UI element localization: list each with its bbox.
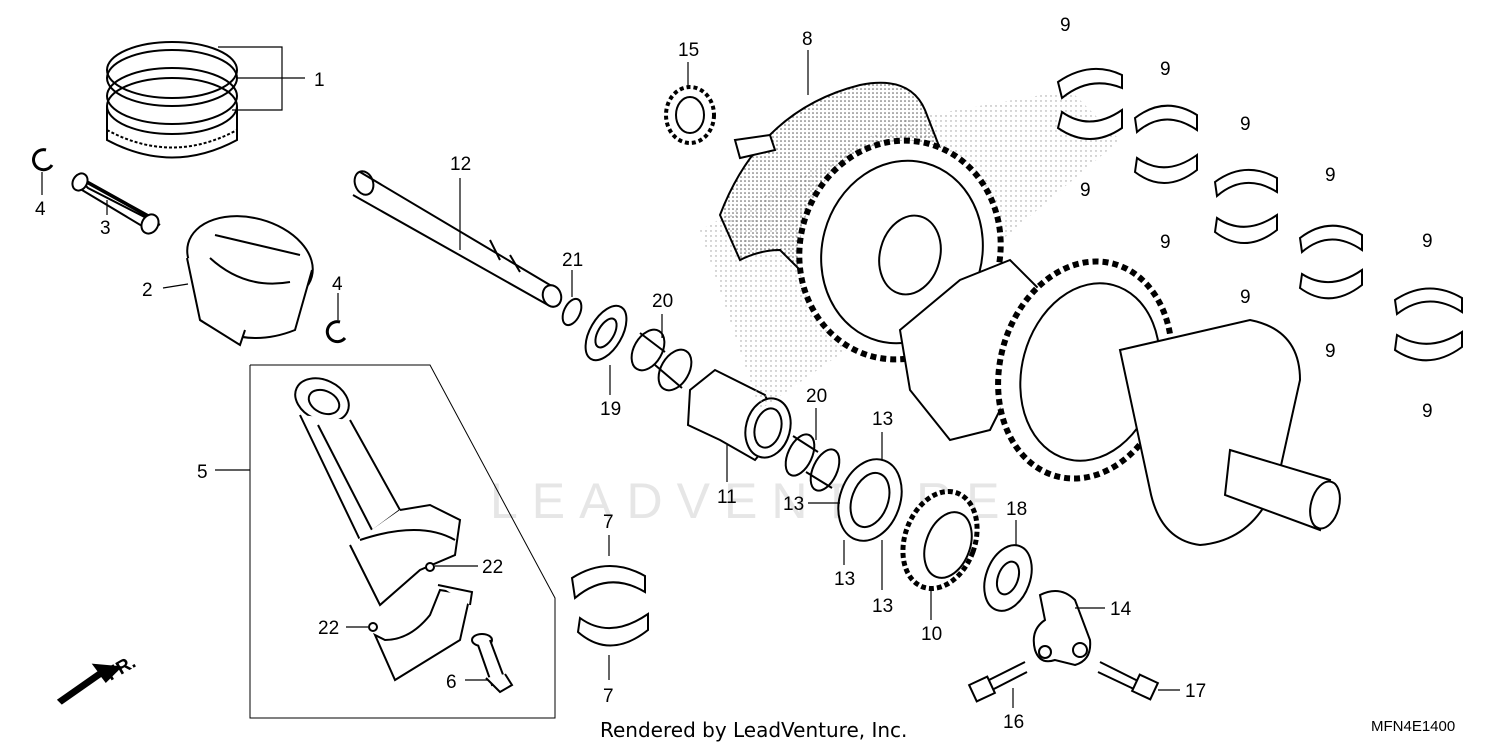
damper-rubbers[interactable]: [827, 450, 912, 549]
callout-14: 14: [1110, 599, 1132, 620]
callout-15: 15: [678, 40, 699, 61]
render-credit: Rendered by LeadVenture, Inc.: [600, 718, 908, 742]
callout-9e: 9: [1240, 114, 1251, 135]
crankshaft[interactable]: [718, 81, 1345, 547]
leader-2: [162, 283, 189, 289]
conrod-bolt[interactable]: [471, 633, 514, 694]
callout-1: 1: [314, 70, 325, 91]
balancer-shaft[interactable]: [351, 169, 564, 310]
conrod-box: [249, 364, 556, 719]
callout-7b: 7: [603, 686, 614, 707]
callout-13b: 13: [783, 494, 804, 515]
conrod-dowel-upper[interactable]: [425, 562, 435, 572]
callout-9i: 9: [1422, 231, 1433, 252]
callout-4a: 4: [35, 199, 46, 220]
callout-22b: 22: [318, 618, 339, 639]
callout-13c: 13: [834, 569, 855, 590]
bolt-17[interactable]: [1097, 661, 1160, 701]
piston-pin-clip-left[interactable]: [32, 148, 54, 172]
piston-rings[interactable]: [106, 41, 238, 159]
piston[interactable]: [177, 203, 322, 347]
sprocket-15[interactable]: [664, 85, 716, 145]
callout-13a: 13: [872, 409, 893, 430]
callout-9h: 9: [1325, 341, 1336, 362]
callout-6: 6: [446, 672, 457, 693]
callout-5: 5: [197, 462, 208, 483]
callout-8: 8: [802, 29, 813, 50]
callout-17: 17: [1185, 681, 1206, 702]
callout-13d: 13: [872, 596, 893, 617]
piston-pin[interactable]: [69, 171, 161, 237]
callout-12: 12: [450, 154, 471, 175]
callout-3: 3: [100, 218, 111, 239]
callout-4b: 4: [332, 274, 343, 295]
conrod-dowel-lower[interactable]: [368, 622, 378, 632]
needle-bearing-lower[interactable]: [780, 430, 845, 495]
callout-9g: 9: [1325, 165, 1336, 186]
callout-2: 2: [142, 280, 153, 301]
primary-drive-gear[interactable]: [890, 481, 990, 599]
callout-9d: 9: [1160, 232, 1171, 253]
callout-9j: 9: [1422, 401, 1433, 422]
snap-ring[interactable]: [559, 296, 585, 328]
callout-22a: 22: [482, 557, 503, 578]
piston-pin-clip-right[interactable]: [325, 320, 347, 344]
bolt-16[interactable]: [967, 661, 1028, 703]
callout-20b: 20: [806, 386, 827, 407]
callout-9f: 9: [1240, 287, 1251, 308]
callout-20a: 20: [652, 291, 673, 312]
callout-19: 19: [600, 399, 621, 420]
thrust-washer[interactable]: [577, 299, 635, 367]
conrod-cap[interactable]: [372, 584, 474, 682]
callout-18: 18: [1006, 499, 1027, 520]
callout-9a: 9: [1060, 15, 1071, 36]
callout-9b: 9: [1080, 180, 1091, 201]
front-arrow: [56, 663, 123, 705]
callout-10: 10: [921, 624, 942, 645]
needle-bearing-upper[interactable]: [625, 324, 698, 396]
diagram-code: MFN4E1400: [1371, 718, 1456, 735]
callout-21: 21: [562, 250, 583, 271]
callout-9c: 9: [1160, 59, 1171, 80]
callout-16: 16: [1003, 712, 1024, 733]
ckp-bracket[interactable]: [1032, 590, 1092, 667]
connecting-rod[interactable]: [288, 370, 462, 607]
callout-11: 11: [717, 487, 737, 508]
main-bearing-shell[interactable]: [1056, 67, 1463, 362]
conrod-bearing-shell[interactable]: [570, 565, 649, 647]
callout-7a: 7: [603, 512, 614, 533]
crank-washer[interactable]: [976, 539, 1041, 618]
